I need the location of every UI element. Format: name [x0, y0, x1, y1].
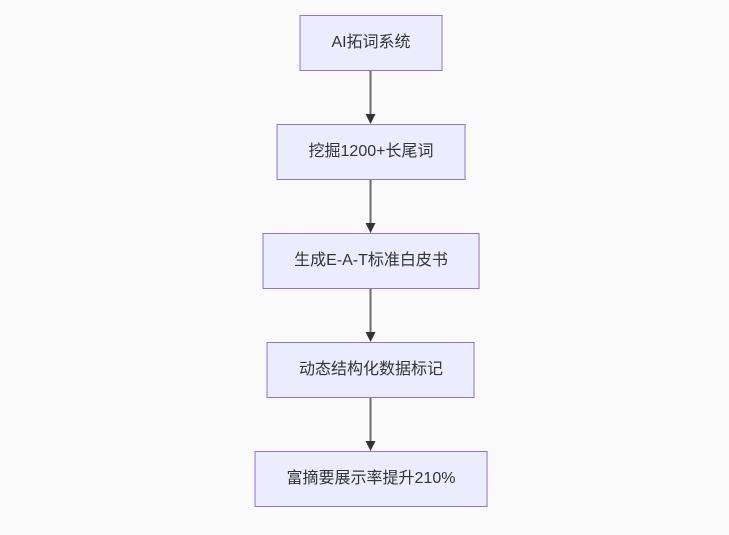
flow-node-label: AI拓词系统: [331, 34, 411, 51]
flow-node-longtail-mining: 挖掘1200+长尾词: [276, 124, 466, 180]
flow-node-label: 生成E-A-T标准白皮书: [294, 252, 448, 269]
flow-arrow: [365, 71, 377, 124]
arrow-line: [370, 289, 372, 333]
flow-node-eat-whitepaper: 生成E-A-T标准白皮书: [262, 233, 480, 289]
arrow-line: [370, 71, 372, 115]
arrowhead-down-icon: [366, 114, 376, 124]
flow-node-ai-keyword-system: AI拓词系统: [299, 15, 443, 71]
flow-node-label: 富摘要展示率提升210%: [286, 470, 456, 487]
flow-node-label: 动态结构化数据标记: [298, 361, 443, 378]
flow-node-label: 挖掘1200+长尾词: [308, 143, 434, 160]
flow-node-structured-data-markup: 动态结构化数据标记: [266, 342, 475, 398]
flow-arrow: [365, 180, 377, 233]
arrowhead-down-icon: [366, 332, 376, 342]
arrowhead-down-icon: [366, 223, 376, 233]
arrow-line: [370, 398, 372, 442]
arrow-line: [370, 180, 372, 224]
flow-arrow: [365, 289, 377, 342]
flow-node-rich-snippet-result: 富摘要展示率提升210%: [254, 451, 488, 507]
flowchart: AI拓词系统 挖掘1200+长尾词 生成E-A-T标准白皮书 动态结构化数据标记…: [254, 15, 488, 507]
flow-arrow: [365, 398, 377, 451]
arrowhead-down-icon: [366, 441, 376, 451]
